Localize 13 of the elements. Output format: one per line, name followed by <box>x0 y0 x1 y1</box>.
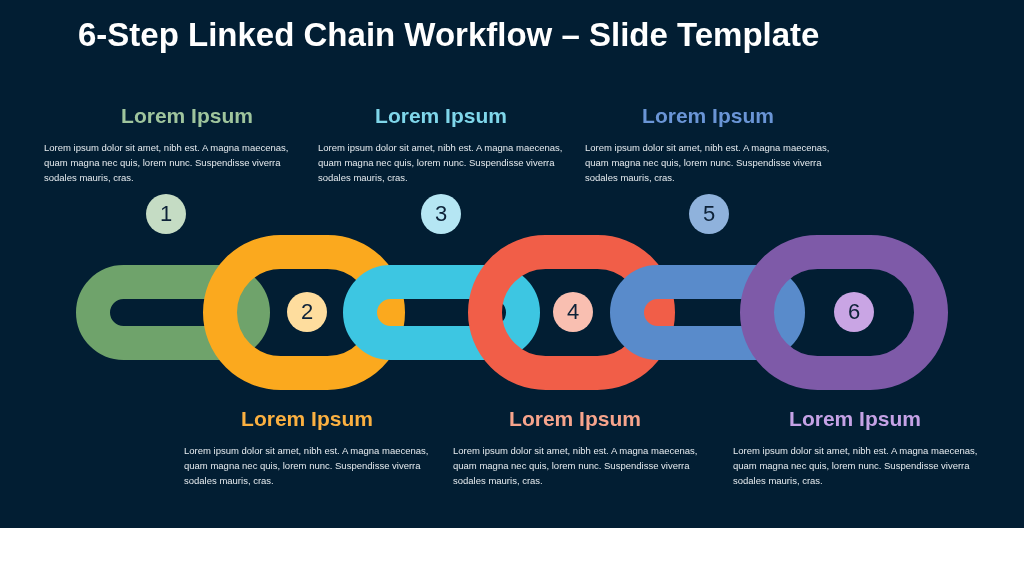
step-description: Lorem ipsum dolor sit amet, nibh est. A magna maecenas, quam magna nec quis, lorem nunc. Suspendisse viverra sodales mauris, cras. <box>184 444 430 488</box>
step-description: Lorem ipsum dolor sit amet, nibh est. A magna maecenas, quam magna nec quis, lorem nunc. Suspendisse viverra sodales mauris, cras. <box>585 141 831 185</box>
step-description: Lorem ipsum dolor sit amet, nibh est. A magna maecenas, quam magna nec quis, lorem nunc. Suspendisse viverra sodales mauris, cras. <box>733 444 979 488</box>
step-heading: Lorem Ipsum <box>374 104 508 128</box>
step-heading: Lorem Ipsum <box>120 104 254 128</box>
slide-title: 6-Step Linked Chain Workflow – Slide Template <box>78 16 820 54</box>
step-heading: Lorem Ipsum <box>240 407 374 431</box>
step-description: Lorem ipsum dolor sit amet, nibh est. A magna maecenas, quam magna nec quis, lorem nunc. Suspendisse viverra sodales mauris, cras. <box>318 141 564 185</box>
step-description: Lorem ipsum dolor sit amet, nibh est. A magna maecenas, quam magna nec quis, lorem nunc. Suspendisse viverra sodales mauris, cras. <box>453 444 699 488</box>
step-heading: Lorem Ipsum <box>788 407 922 431</box>
step-description: Lorem ipsum dolor sit amet, nibh est. A magna maecenas, quam magna nec quis, lorem nunc. Suspendisse viverra sodales mauris, cras. <box>44 141 290 185</box>
step-heading: Lorem Ipsum <box>641 104 775 128</box>
step-heading: Lorem Ipsum <box>508 407 642 431</box>
